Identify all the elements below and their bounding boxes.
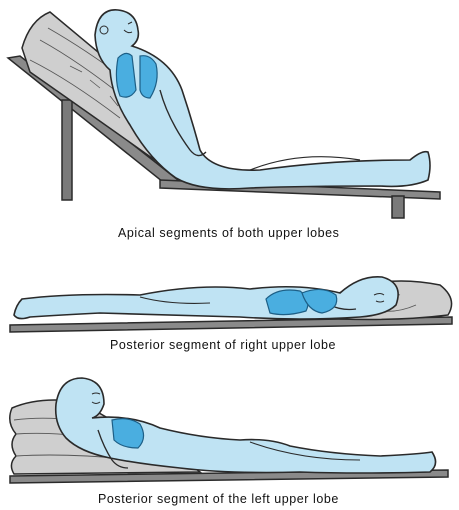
- lung-right: [116, 53, 136, 97]
- caption-posterior-right: Posterior segment of right upper lobe: [110, 338, 336, 352]
- reclined-patient-illustration: [0, 0, 459, 250]
- board-leg-left: [62, 100, 72, 200]
- prone-body: [14, 277, 398, 319]
- panel-posterior-left: Posterior segment of the left upper lobe: [0, 368, 459, 510]
- panel-apical-segments: Apical segments of both upper lobes: [0, 0, 459, 250]
- caption-apical-segments: Apical segments of both upper lobes: [118, 226, 339, 240]
- board-leg-right: [392, 196, 404, 218]
- caption-posterior-left: Posterior segment of the left upper lobe: [98, 492, 339, 506]
- panel-posterior-right: Posterior segment of right upper lobe: [0, 255, 459, 360]
- side-lying-patient-illustration: [0, 368, 459, 510]
